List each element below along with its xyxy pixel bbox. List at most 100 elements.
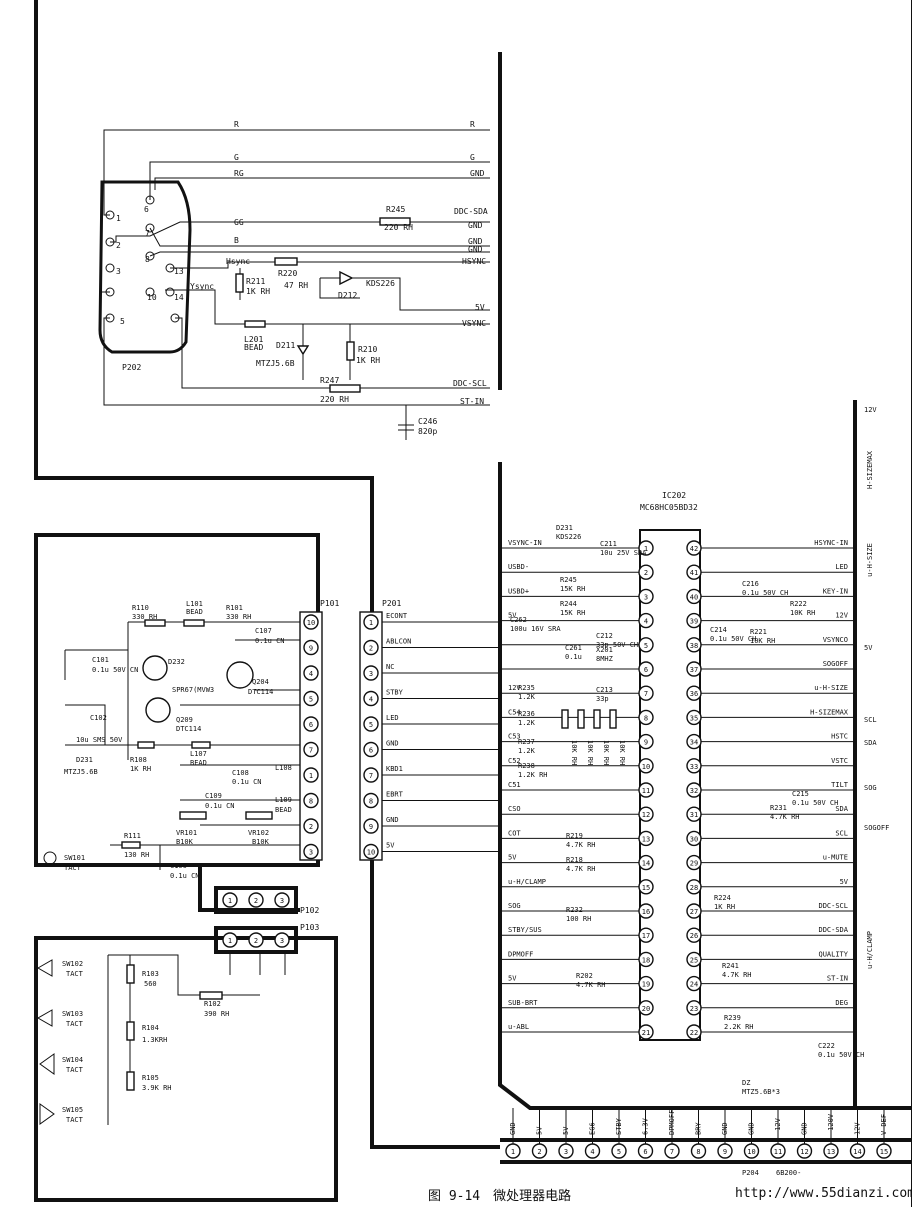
pin-number: 16 <box>642 908 650 916</box>
pin-number: 6 <box>644 666 648 674</box>
resistor <box>199 991 223 1000</box>
pin-number: 14 <box>642 860 650 868</box>
part-value: 10u SMS 50V <box>76 736 123 744</box>
ic-part: MC68HC05BD32 <box>640 503 698 512</box>
vga-left-labels: R G RG GG B Hsync Ysync <box>190 120 250 291</box>
vga-pin: 7 <box>145 229 150 238</box>
part-ref: R110 <box>132 604 149 612</box>
switch-type: TACT <box>66 1066 84 1074</box>
part-value: 0.1u CN <box>255 637 285 645</box>
pin-number: 4 <box>590 1148 594 1156</box>
sw103[interactable]: SW103 TACT <box>36 1009 84 1028</box>
p201-signal: NC <box>386 663 394 671</box>
mcu-right-signal: HSYNC-IN <box>814 539 848 547</box>
mcu-part-ref: R231 <box>770 804 787 812</box>
part-value: 3.9K RH <box>142 1084 172 1092</box>
part-ref: D212 <box>338 291 357 300</box>
mcu-part-ref: R245 <box>560 576 577 584</box>
mcu-left-signal: u-ABL <box>508 1023 529 1031</box>
pin-number: 9 <box>723 1148 727 1156</box>
p204-signal: -12V <box>774 1117 782 1135</box>
pin-circle <box>303 818 319 834</box>
mcu-left-signal: CSO <box>508 805 521 813</box>
p204-signal: STBY <box>615 1117 623 1135</box>
resistor <box>126 1021 135 1041</box>
part-value: BEAD <box>275 806 292 814</box>
board-outline <box>34 0 912 1207</box>
pin-number: 5 <box>369 721 373 729</box>
diode <box>339 270 354 286</box>
pin-circle <box>222 892 238 908</box>
sw102[interactable]: SW102 TACT <box>36 959 84 978</box>
mcu-left-signal: C53 <box>508 733 521 741</box>
mcu-part-ref: R232 <box>566 906 583 914</box>
switch-ref: SW104 <box>62 1056 83 1064</box>
part-value: 1K RH <box>246 287 270 296</box>
mcu-left-signal: C54 <box>508 708 521 716</box>
pin-number: 7 <box>309 747 313 755</box>
pin-number: 9 <box>644 739 648 747</box>
mcu-part-ref: X201 <box>596 646 613 654</box>
edge-label: 12V <box>864 406 877 414</box>
pin-circle <box>274 892 290 908</box>
edge-label: SCL <box>864 716 877 724</box>
mcu-part-ref: C212 <box>596 632 613 640</box>
bead <box>244 320 266 328</box>
edge-label: SOGOFF <box>864 824 889 832</box>
potentiometer <box>245 811 273 820</box>
pin-number: 23 <box>690 1005 698 1013</box>
part-value: 0.1u CN <box>232 778 262 786</box>
pin-number: 32 <box>690 787 698 795</box>
wire-label: RG <box>234 169 244 178</box>
switch-ref: SW105 <box>62 1106 83 1114</box>
mcu-part-value: 4.7K RH <box>566 865 596 873</box>
pin-circle <box>222 932 238 948</box>
pin-number: 5 <box>644 642 648 650</box>
mcu-right-signal: DEG <box>835 999 848 1007</box>
mcu-part-ref: C216 <box>742 580 759 588</box>
part-value: BEAD <box>190 759 207 767</box>
p201-signal: GND <box>386 740 399 748</box>
part-value: B10K <box>252 838 270 846</box>
pin-number: 25 <box>690 956 698 964</box>
vga-signal: VSYNC <box>462 319 486 328</box>
resistor-value: 10K RH <box>586 740 594 765</box>
mcu-left-signal: VSYNC-IN <box>508 539 542 547</box>
sw105[interactable]: SW105 TACT <box>39 1103 84 1125</box>
arrow-right-icon <box>36 959 53 977</box>
pin-circle <box>303 843 319 860</box>
p204-signal: 5V <box>536 1126 544 1135</box>
switch-ref: SW102 <box>62 960 83 968</box>
mcu-part-ref: R238 <box>518 762 535 770</box>
mcu-left-signal: USBD+ <box>508 587 529 595</box>
part-ref: R103 <box>142 970 159 978</box>
mcu-right-signal: 12V <box>835 612 848 620</box>
p204-signal: V-DEF <box>880 1114 888 1135</box>
pin-number: 12 <box>800 1148 808 1156</box>
part-value: DTC114 <box>176 725 201 733</box>
wire-label: Ysync <box>190 282 214 291</box>
pin-number: 8 <box>309 798 313 806</box>
part-value: KDS226 <box>366 279 395 288</box>
mcu-part-value: 0.1u 50V CH <box>710 635 756 643</box>
pin-number: 20 <box>642 1005 650 1013</box>
pin-number: 10 <box>307 619 315 627</box>
mcu-right-signal: VSYNCO <box>823 636 848 644</box>
part-value: 560 <box>144 980 157 988</box>
mcu-part-value: KDS226 <box>556 533 581 541</box>
mcu-part-ref: R236 <box>518 710 535 718</box>
mcu-left-signal: 5V <box>508 975 517 983</box>
part-ref: C108 <box>232 769 249 777</box>
pin-number: 2 <box>369 645 373 653</box>
mcu-part-value: 1K RH <box>714 903 735 911</box>
part-ref: L108 <box>275 764 292 772</box>
mcu-part-ref: C213 <box>596 686 613 694</box>
mcu-part-value: 8MHZ <box>596 655 613 663</box>
sw104[interactable]: SW104 TACT <box>39 1053 84 1075</box>
p204-signal: EG6 <box>589 1122 597 1135</box>
